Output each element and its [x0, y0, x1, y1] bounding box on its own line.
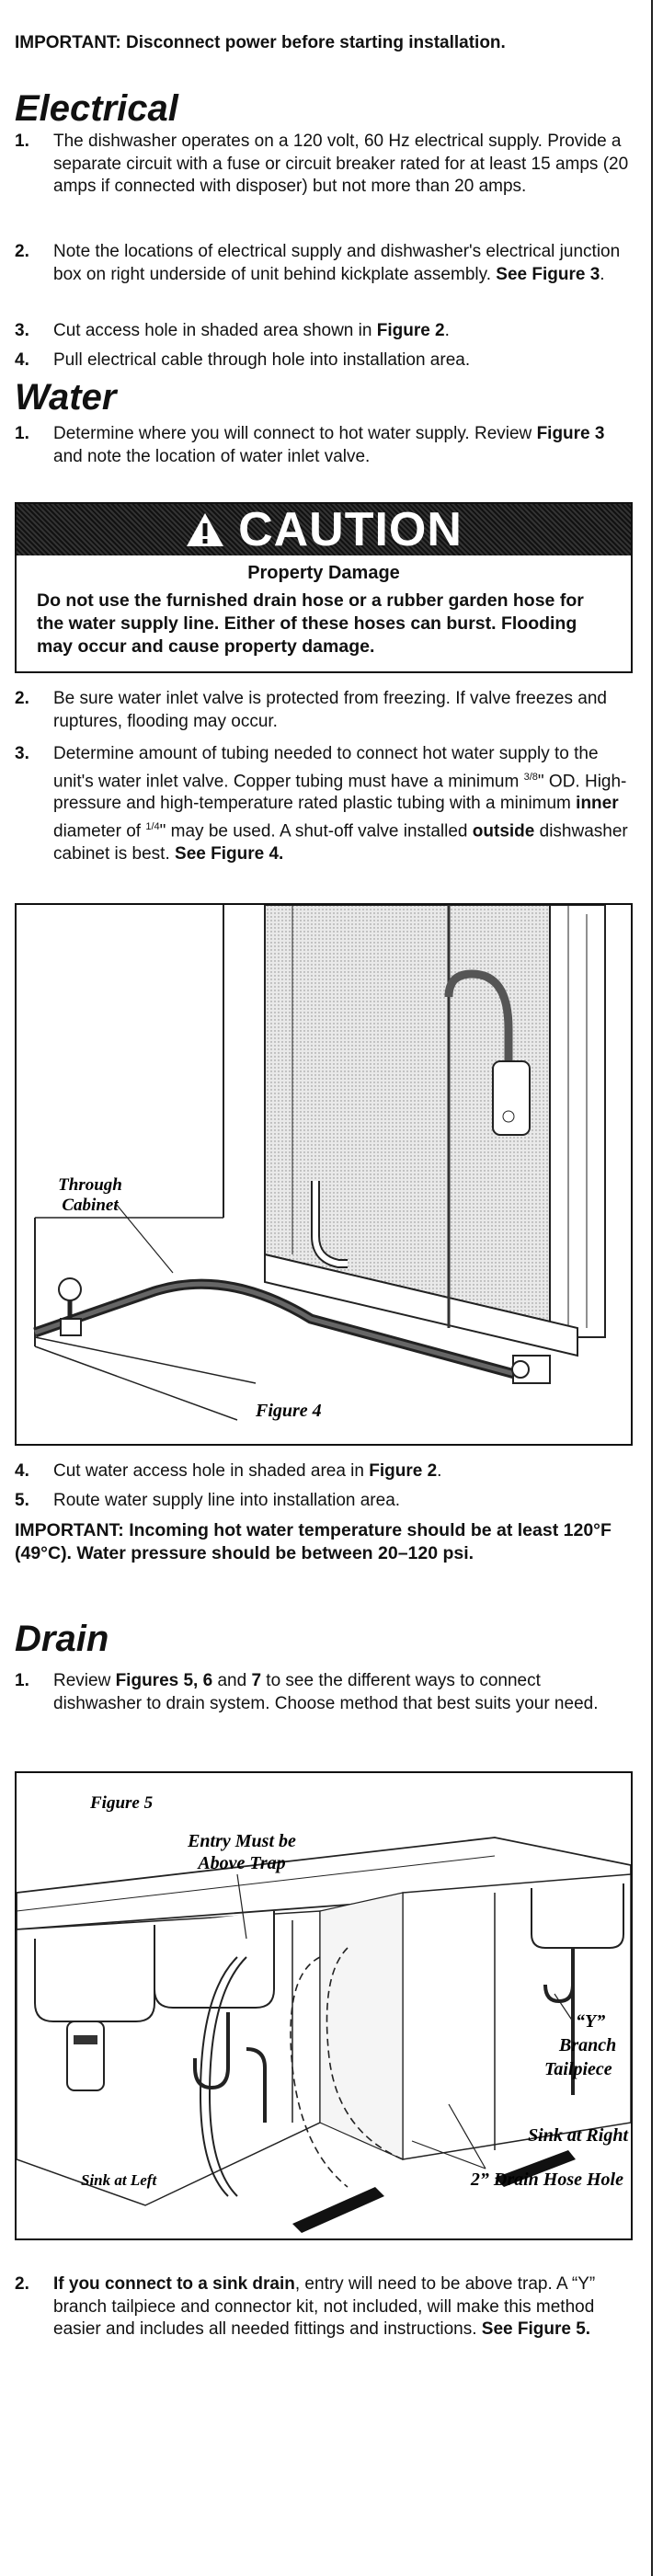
- heading-water: Water: [15, 377, 117, 418]
- step-text: Determine where you will connect to hot …: [53, 424, 537, 443]
- emphasis: outside: [472, 821, 535, 841]
- water-step-3: 3. Determine amount of tubing needed to …: [15, 743, 633, 865]
- step-text: diameter of: [53, 821, 146, 841]
- heading-drain: Drain: [15, 1619, 109, 1659]
- step-number: 1.: [15, 1671, 29, 1690]
- water-step-5: 5. Route water supply line into installa…: [15, 1490, 633, 1513]
- caution-subtitle: Property Damage: [247, 563, 400, 583]
- step-number: 1.: [15, 424, 29, 443]
- water-step-4: 4. Cut water access hole in shaded area …: [15, 1460, 633, 1483]
- important-notice-power: IMPORTANT: Disconnect power before start…: [15, 33, 506, 52]
- step-number: 5.: [15, 1491, 29, 1510]
- label-drain-hose-hole: 2” Drain Hose Hole: [470, 2170, 623, 2190]
- label-through: Through: [58, 1175, 122, 1195]
- step-text: , entry will need to be above trap. A “Y…: [53, 2274, 596, 2339]
- step-text: " may be used. A shut-off valve installe…: [159, 821, 473, 841]
- step-number: 3.: [15, 321, 29, 340]
- electrical-step-2: 2. Note the locations of electrical supp…: [15, 241, 633, 286]
- drain-step-1: 1. Review Figures 5, 6 and 7 to see the …: [15, 1670, 633, 1715]
- figure-5-caption: Figure 5: [89, 1793, 154, 1813]
- label-sink-at-right: Sink at Right: [528, 2125, 629, 2146]
- step-text-end: .: [437, 1461, 442, 1481]
- figure-reference: See Figure 3: [496, 264, 600, 284]
- step-text-end: .: [600, 264, 605, 284]
- figure-5: Figure 5: [15, 1771, 633, 2240]
- electrical-step-1: 1. The dishwasher operates on a 120 volt…: [15, 131, 633, 199]
- figure-reference: See Figure 4.: [175, 843, 284, 864]
- heading-electrical: Electrical: [15, 88, 178, 129]
- electrical-step-4: 4. Pull electrical cable through hole in…: [15, 349, 633, 372]
- figure-4: Through Cabinet Figure 4: [15, 903, 633, 1446]
- step-text: Be sure water inlet valve is protected f…: [53, 689, 607, 731]
- label-tailpiece: Tailpiece: [544, 2059, 612, 2079]
- step-text: Route water supply line into installatio…: [53, 1491, 401, 1510]
- step-number: 2.: [15, 242, 29, 261]
- figure-reference: 7: [251, 1671, 262, 1690]
- caution-box: CAUTION Property Damage Do not use the f…: [15, 502, 633, 673]
- step-number: 2.: [15, 2274, 29, 2294]
- figure-4-caption: Figure 4: [255, 1401, 322, 1421]
- step-number: 4.: [15, 350, 29, 370]
- step-text: dishwasher cabinet is best.: [53, 821, 628, 864]
- step-text: and: [212, 1671, 252, 1690]
- step-text-end: .: [444, 321, 450, 340]
- label-branch: Branch: [558, 2035, 616, 2055]
- important-notice-water: IMPORTANT: Incoming hot water temperatur…: [15, 1520, 612, 1563]
- caution-header: CAUTION: [17, 503, 631, 556]
- emphasis: If you connect to a sink drain: [53, 2274, 295, 2294]
- water-step-2: 2. Be sure water inlet valve is protecte…: [15, 688, 633, 733]
- step-text: Note the locations of electrical supply …: [53, 242, 621, 284]
- warning-triangle-icon: [187, 513, 224, 546]
- step-text: The dishwasher operates on a 120 volt, 6…: [53, 132, 629, 196]
- label-entry-must-be: Entry Must be: [187, 1831, 296, 1851]
- figure-4-illustration: Through Cabinet Figure 4: [33, 904, 606, 1421]
- step-text: " OD. High-pressure and high-temperature…: [53, 771, 627, 814]
- label-cabinet: Cabinet: [62, 1196, 119, 1215]
- emphasis: inner: [576, 794, 619, 814]
- fraction: 3/8: [523, 771, 538, 783]
- step-number: 3.: [15, 744, 29, 763]
- figure-reference: See Figure 5.: [481, 2319, 591, 2339]
- label-above-trap: Above Trap: [196, 1853, 285, 1873]
- step-text: Determine amount of tubing needed to con…: [53, 744, 599, 791]
- fraction: 1/4: [145, 820, 160, 832]
- step-text: Pull electrical cable through hole into …: [53, 350, 471, 370]
- caution-body: Do not use the furnished drain hose or a…: [37, 590, 584, 657]
- label-sink-at-left: Sink at Left: [81, 2171, 157, 2189]
- step-number: 2.: [15, 689, 29, 708]
- step-text: Review: [53, 1671, 116, 1690]
- step-text-end: and note the location of water inlet val…: [53, 446, 371, 466]
- water-step-1: 1. Determine where you will connect to h…: [15, 423, 633, 468]
- figure-reference: Figure 3: [536, 424, 605, 443]
- figure-reference: Figure 2: [369, 1461, 438, 1481]
- figure-reference: Figure 2: [376, 321, 445, 340]
- step-text: Cut water access hole in shaded area in: [53, 1461, 370, 1481]
- figure-5-illustration: Figure 5: [16, 1793, 632, 2233]
- step-text: to see the different ways to connect dis…: [53, 1671, 599, 1713]
- column-rule: [651, 0, 653, 2576]
- label-y: “Y”: [576, 2011, 605, 2032]
- step-number: 4.: [15, 1461, 29, 1481]
- step-number: 1.: [15, 132, 29, 151]
- caution-title: CAUTION: [238, 503, 463, 556]
- drain-step-2: 2. If you connect to a sink drain, entry…: [15, 2273, 633, 2341]
- electrical-step-3: 3. Cut access hole in shaded area shown …: [15, 320, 633, 343]
- step-text: Cut access hole in shaded area shown in: [53, 321, 377, 340]
- figure-reference: Figures 5, 6: [115, 1671, 213, 1690]
